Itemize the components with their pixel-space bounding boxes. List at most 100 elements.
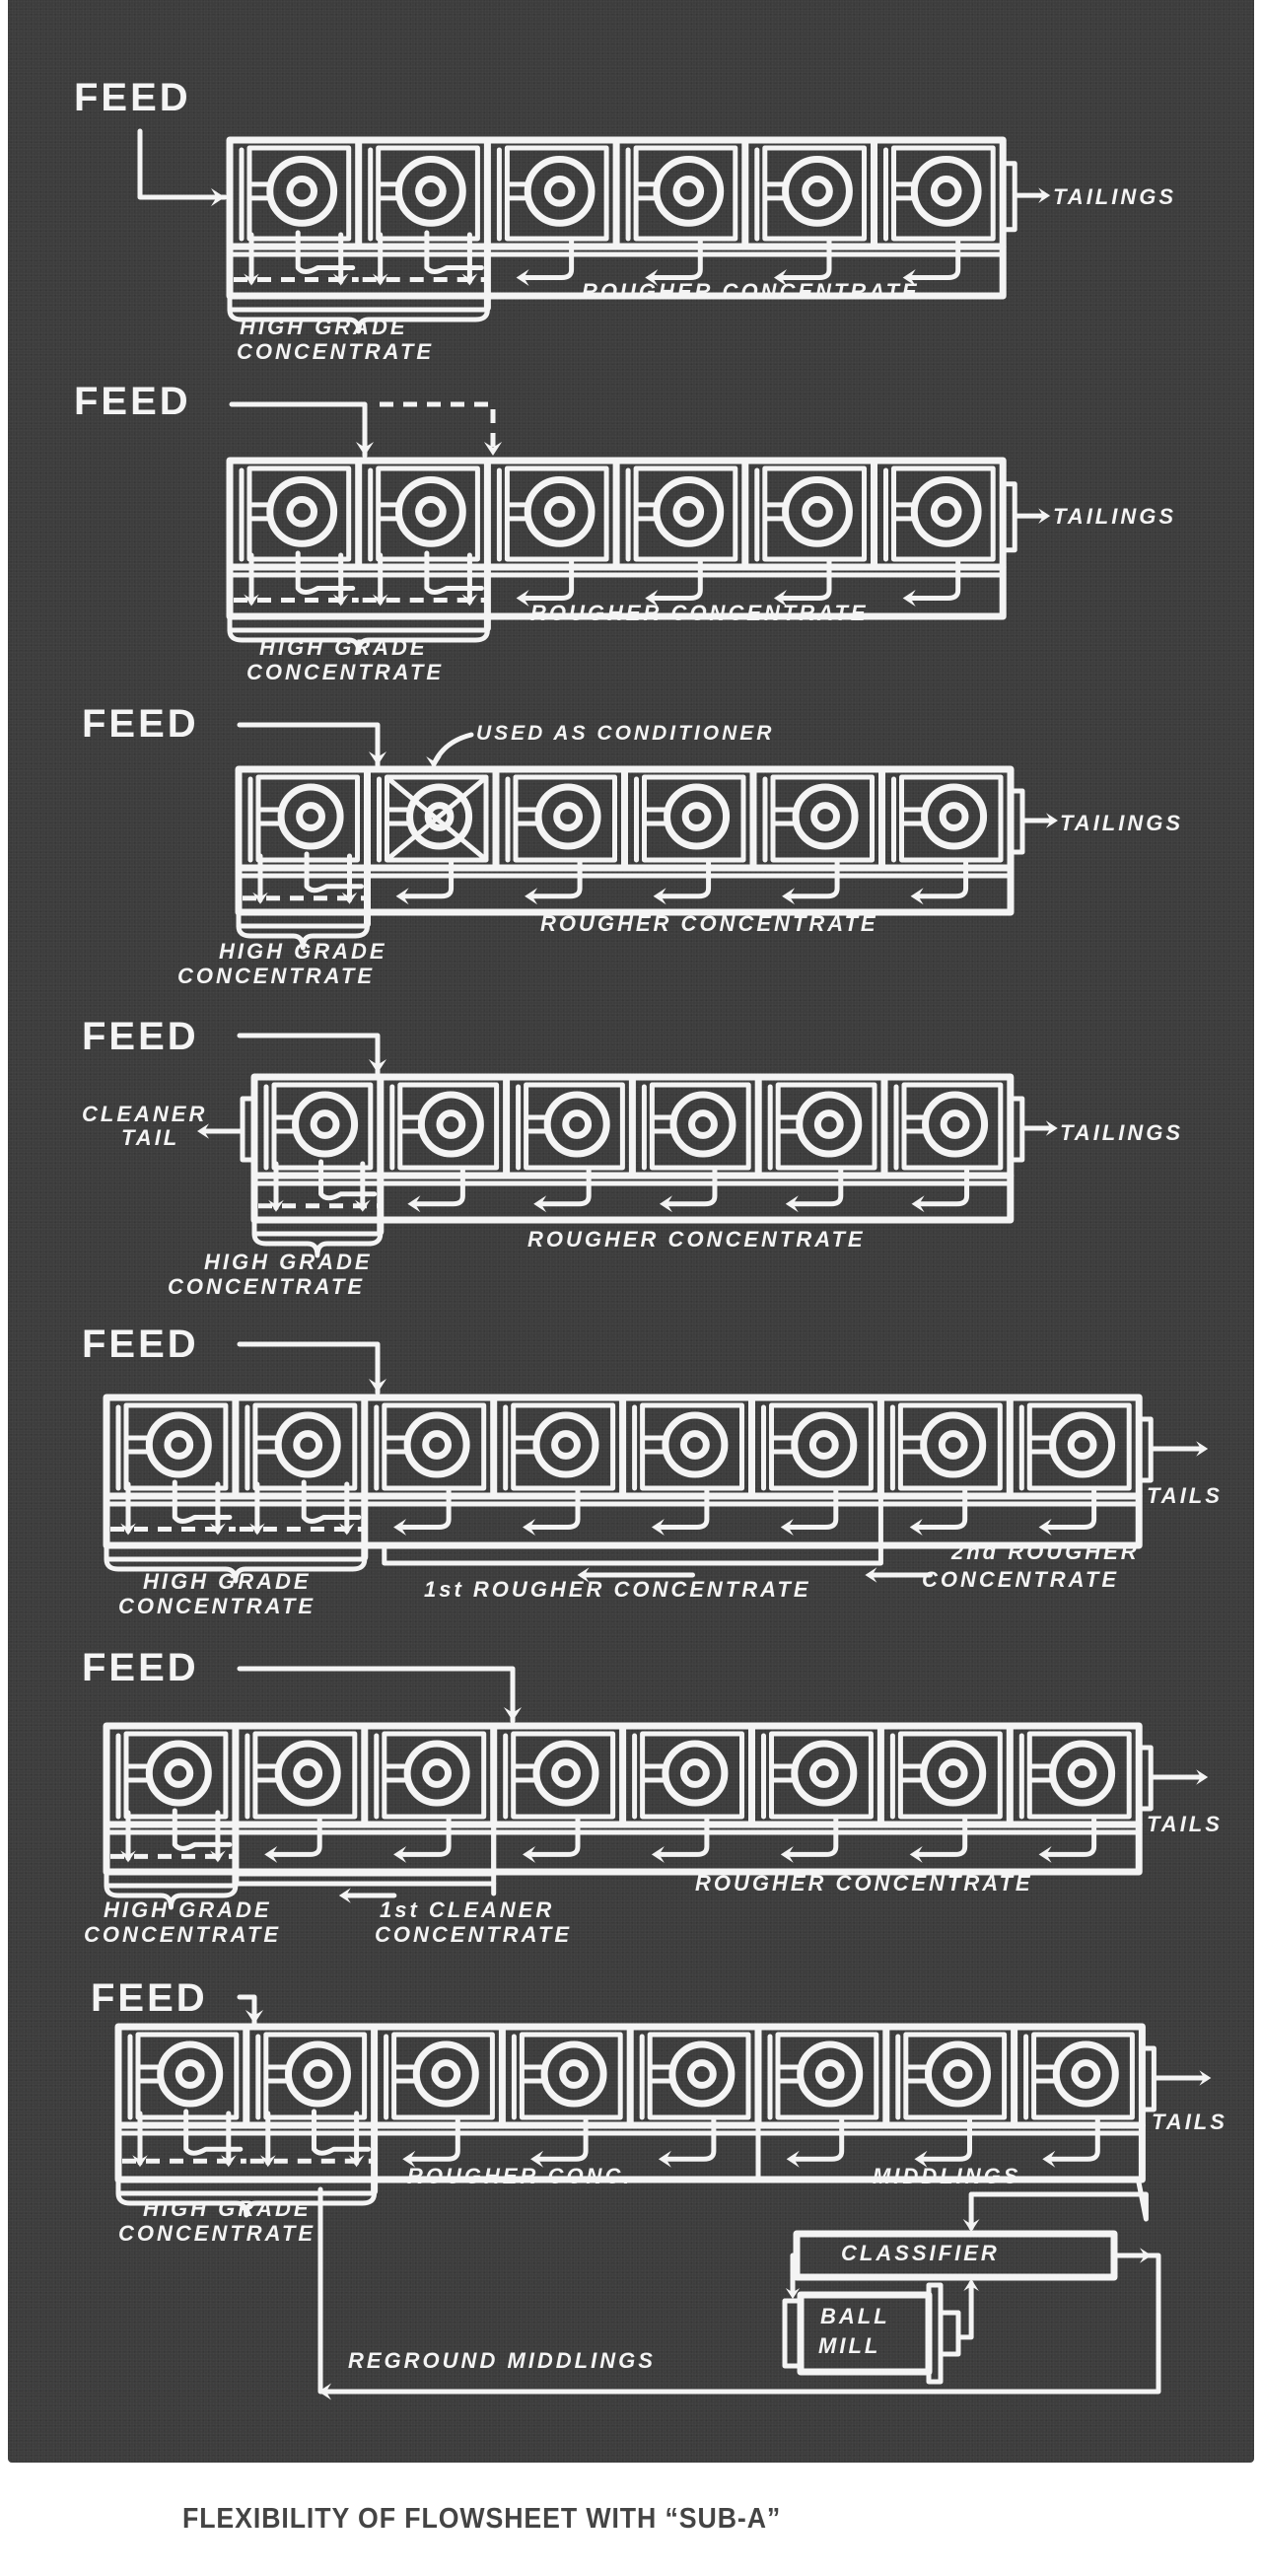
flotation-cell bbox=[490, 1722, 616, 1863]
hg-bracket bbox=[227, 307, 490, 334]
tailings-label: TAILINGS bbox=[1060, 1120, 1184, 1145]
impeller-hub-icon bbox=[562, 1109, 593, 1139]
flotation-cell bbox=[749, 765, 875, 905]
rougher-return-line bbox=[382, 1542, 883, 1566]
discharge-line bbox=[955, 2280, 974, 2340]
impeller-hub-icon bbox=[680, 1430, 710, 1460]
froth-pipe bbox=[424, 550, 484, 595]
flotation-cell bbox=[1006, 1722, 1132, 1863]
stream-label: HIGH GRADE bbox=[143, 2196, 312, 2221]
tailings-label: TAILINGS bbox=[1053, 184, 1177, 209]
impeller-icon bbox=[921, 783, 988, 850]
rougher-return bbox=[1049, 2116, 1100, 2162]
rougher-return bbox=[794, 2116, 845, 2162]
stream-label: ROUGHER CONCENTRATE bbox=[527, 1227, 866, 1252]
arrow-head-icon bbox=[865, 1567, 877, 1583]
feed-label: FEED bbox=[82, 1015, 199, 1058]
arrow-head-icon bbox=[909, 1845, 923, 1863]
impeller-hub-icon bbox=[286, 176, 318, 207]
cell-chamber bbox=[891, 145, 996, 242]
stream-label: CONCENTRATE bbox=[168, 1274, 366, 1299]
cell-chamber bbox=[762, 465, 867, 562]
arrow-head-icon bbox=[1042, 2150, 1056, 2168]
stream-label: 1st ROUGHER CONCENTRATE bbox=[424, 1577, 811, 1602]
stream-label: HIGH GRADE bbox=[104, 1897, 272, 1922]
arrow-head-icon bbox=[503, 1707, 523, 1721]
hg-bracket bbox=[251, 1231, 384, 1258]
stream-label: REGROUND MIDDLINGS bbox=[348, 2348, 656, 2373]
impeller-icon bbox=[145, 1740, 212, 1807]
cell-chamber bbox=[903, 2032, 1008, 2120]
feed-line bbox=[237, 1033, 381, 1076]
rougher-return bbox=[917, 1487, 968, 1530]
impeller-hub-icon bbox=[293, 1758, 323, 1788]
impeller-hub-icon bbox=[175, 2059, 205, 2089]
impeller-icon bbox=[540, 2040, 607, 2108]
impeller-hub-icon bbox=[810, 802, 840, 831]
impeller-hub-icon bbox=[1067, 1758, 1097, 1788]
impeller-icon bbox=[266, 475, 338, 547]
rougher-return bbox=[540, 1167, 592, 1207]
froth-pipe bbox=[295, 230, 356, 274]
impeller-hub-icon bbox=[808, 1758, 839, 1788]
impeller-hub-icon bbox=[293, 1430, 323, 1460]
cell-chamber bbox=[770, 774, 875, 863]
tailings-label: TAILS bbox=[1152, 2110, 1227, 2134]
froth-pipe bbox=[183, 2109, 244, 2156]
impeller-hub-icon bbox=[938, 1430, 968, 1460]
stream-label: CONCENTRATE bbox=[84, 1922, 282, 1947]
flotation-unit-s5 bbox=[103, 1341, 1209, 1584]
classifier-label: CLASSIFIER bbox=[841, 2241, 1000, 2265]
feed-line bbox=[137, 128, 228, 200]
flotation-unit-s1 bbox=[137, 128, 1051, 334]
rougher-return bbox=[910, 558, 961, 601]
cell-chamber bbox=[397, 1082, 500, 1171]
flotation-cell bbox=[355, 457, 488, 607]
arrow-head-icon bbox=[530, 2150, 544, 2168]
feed-line bbox=[237, 722, 381, 768]
arrow-head-icon bbox=[533, 1195, 547, 1213]
impeller-hub-icon bbox=[296, 802, 325, 831]
impeller-icon bbox=[920, 1740, 987, 1807]
arrow-head-icon bbox=[786, 2150, 800, 2168]
arrow-head-icon bbox=[645, 269, 659, 286]
arrow-head-icon bbox=[368, 751, 387, 765]
cell-chamber bbox=[633, 145, 738, 242]
flotation-cell bbox=[355, 136, 488, 286]
cell-chamber bbox=[382, 1402, 487, 1491]
stream-label: HIGH GRADE bbox=[143, 1569, 312, 1594]
hg-trough bbox=[115, 2177, 378, 2196]
arrow-head-icon bbox=[523, 1519, 536, 1536]
arrow-head-icon bbox=[393, 1519, 407, 1536]
flotation-cell bbox=[876, 1394, 1003, 1536]
impeller-icon bbox=[145, 1411, 212, 1478]
rougher-return bbox=[917, 1816, 968, 1857]
arrow-head-icon bbox=[1038, 1519, 1052, 1536]
tailings-label: TAILS bbox=[1147, 1483, 1223, 1508]
rougher-return bbox=[789, 859, 840, 899]
rougher-return bbox=[400, 1487, 452, 1530]
flotation-cell bbox=[490, 1394, 616, 1536]
rougher-return bbox=[529, 1487, 581, 1530]
middlings-line bbox=[968, 2177, 1149, 2231]
flotation-cell bbox=[882, 2023, 1008, 2168]
flotation-cell bbox=[361, 1722, 487, 1863]
flotation-cell bbox=[361, 1394, 487, 1536]
stream-label: CONCENTRATE bbox=[922, 1567, 1120, 1592]
arrow-head-icon bbox=[483, 442, 503, 456]
impeller-icon bbox=[417, 1091, 484, 1158]
arrow-head-icon bbox=[773, 590, 787, 607]
arrow-head-icon bbox=[577, 1567, 590, 1583]
impeller-hub-icon bbox=[543, 176, 576, 207]
rougher-return bbox=[921, 2116, 972, 2162]
impeller-icon bbox=[1049, 1740, 1116, 1807]
rougher-return bbox=[271, 1816, 322, 1857]
rougher-return bbox=[788, 1487, 839, 1530]
ball-mill-label: BALL bbox=[820, 2304, 890, 2328]
cleaner-tail-box bbox=[240, 1096, 257, 1163]
cell-chamber bbox=[252, 1731, 358, 1820]
cell-chamber bbox=[775, 2032, 879, 2120]
arrow-head-icon bbox=[1045, 1120, 1058, 1136]
cell-chamber bbox=[504, 465, 609, 562]
impeller-hub-icon bbox=[938, 1758, 968, 1788]
